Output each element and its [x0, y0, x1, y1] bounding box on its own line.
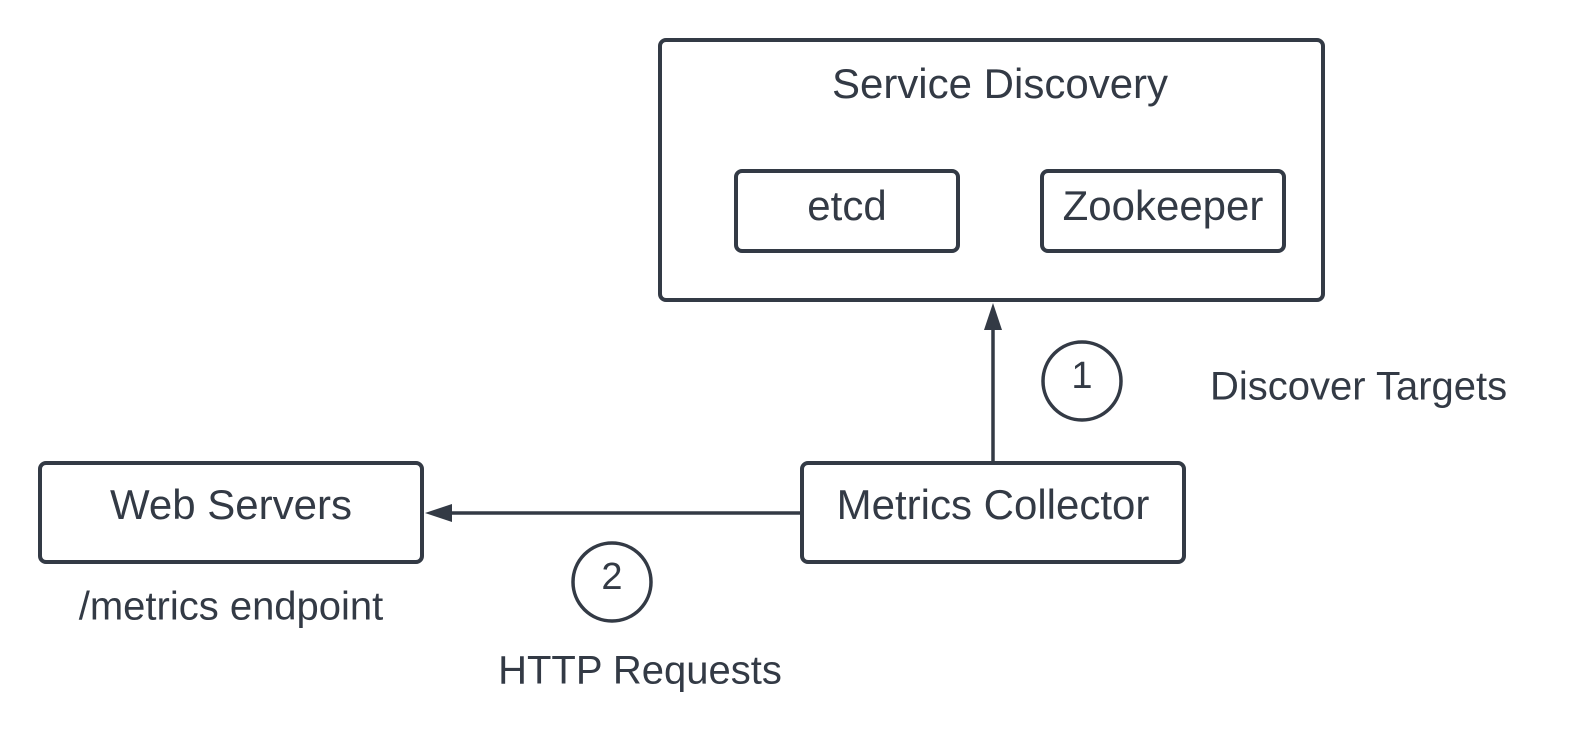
arrowhead-left-icon — [425, 504, 452, 522]
step-2-marker: 2 — [571, 541, 653, 623]
zookeeper-node: Zookeeper — [1040, 169, 1286, 253]
step-2-number: 2 — [601, 556, 622, 598]
etcd-box — [734, 169, 960, 253]
step-1-number: 1 — [1071, 355, 1092, 397]
etcd-label: etcd — [807, 182, 886, 229]
edge-http-requests — [425, 504, 802, 522]
step-2-label: HTTP Requests — [498, 649, 782, 693]
zookeeper-box — [1040, 169, 1286, 253]
web-servers-note: /metrics endpoint — [79, 585, 384, 629]
service-discovery-title: Service Discovery — [832, 60, 1168, 107]
metrics-collector-node: Metrics Collector — [800, 461, 1186, 564]
metrics-collector-label: Metrics Collector — [837, 481, 1150, 528]
web-servers-label: Web Servers — [110, 481, 352, 528]
step-1-circle — [1041, 340, 1123, 422]
step-1-label: Discover Targets — [1210, 365, 1507, 409]
web-servers-node: Web Servers — [38, 461, 424, 564]
step-1-marker: 1 — [1041, 340, 1123, 422]
arrowhead-up-icon — [984, 303, 1002, 330]
zookeeper-label: Zookeeper — [1063, 182, 1264, 229]
step-2-circle — [571, 541, 653, 623]
edge-discover-targets — [984, 303, 1002, 461]
web-servers-box — [38, 461, 424, 564]
etcd-node: etcd — [734, 169, 960, 253]
